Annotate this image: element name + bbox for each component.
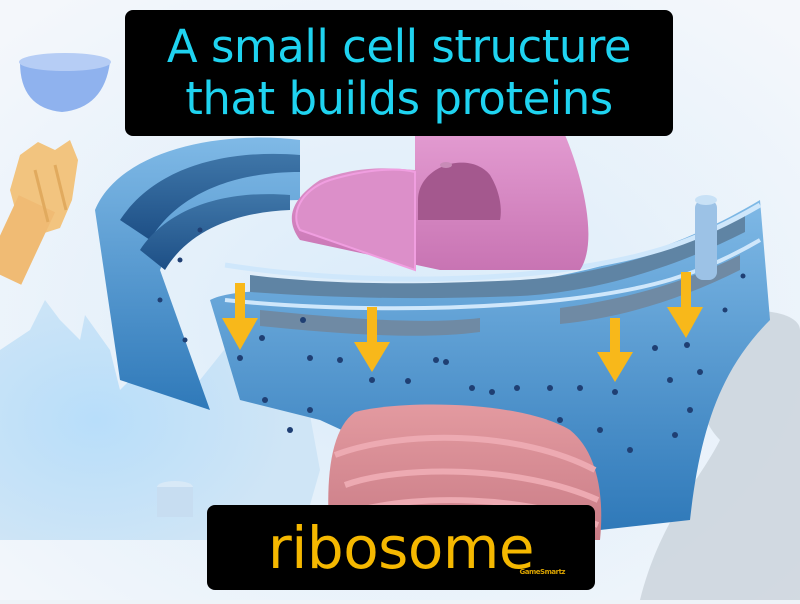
arrow-icon <box>354 307 390 372</box>
definition-line-1: A small cell structure <box>166 20 632 73</box>
ribosome-dots <box>157 227 746 453</box>
arrow-icon <box>222 283 258 350</box>
term-caption: ribosome GameSmartz <box>207 505 595 590</box>
centrosome-icon <box>0 140 78 285</box>
definition-line-2: that builds proteins <box>185 72 613 125</box>
arrow-icon <box>597 318 633 382</box>
nucleus-icon <box>291 135 589 272</box>
definition-caption: A small cell structure that builds prote… <box>125 10 673 136</box>
arrow-icons <box>222 272 703 382</box>
term-label: ribosome <box>267 513 535 582</box>
brand-watermark: GameSmartz <box>519 568 566 576</box>
arrow-icon <box>667 272 703 338</box>
vesicle-icon <box>19 53 111 112</box>
cytoplasm-region <box>640 311 800 600</box>
